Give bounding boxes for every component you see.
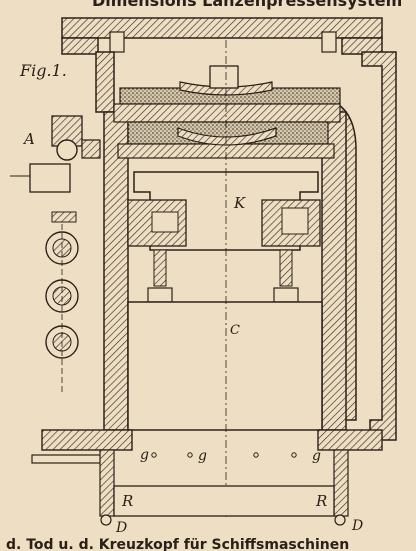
packing-layers — [113, 65, 341, 159]
label-k: K — [233, 194, 246, 212]
bottom-flange — [31, 429, 383, 526]
header-text: Dimensions Lanzenpressensystem — [92, 0, 402, 10]
label-g-2: g — [198, 448, 207, 464]
bolt-set — [147, 249, 299, 303]
label-d-left: D — [115, 520, 127, 536]
crosshead-block — [127, 171, 321, 251]
valve-column — [10, 115, 101, 395]
footer-text: d. Tod u. d. Kreuzkopf für Schiffsmaschi… — [6, 537, 349, 551]
label-g-3: g — [312, 448, 321, 464]
label-r-left: R — [121, 492, 133, 510]
label-d-right: D — [351, 518, 363, 534]
label-c: C — [230, 323, 240, 338]
cylinder-body — [127, 40, 323, 520]
port-holes — [151, 452, 297, 458]
label-a: A — [22, 130, 35, 148]
label-g-1: g — [140, 447, 149, 463]
top-cover — [61, 17, 383, 55]
figure-label: Fig.1. — [19, 61, 67, 80]
gauge-stack — [45, 224, 79, 395]
label-r-right: R — [315, 492, 327, 510]
